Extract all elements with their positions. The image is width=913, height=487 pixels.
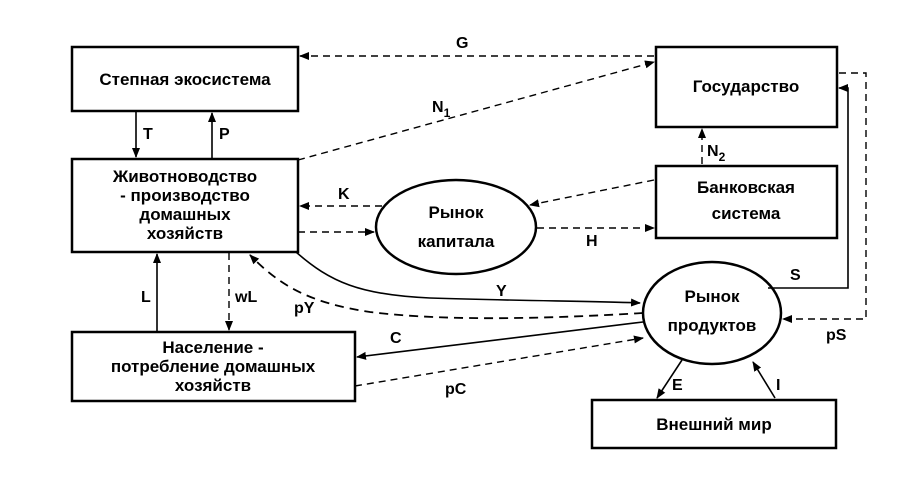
label-s: S: [790, 267, 801, 284]
edge-s: [768, 84, 849, 289]
label-n2: N2: [707, 143, 726, 164]
svg-text:система: система: [712, 204, 781, 223]
svg-text:продуктов: продуктов: [668, 316, 757, 335]
label-py: pY: [294, 300, 315, 317]
node-population-consumption: Население - потребление домашных хозяйст…: [70, 330, 357, 403]
label-h: H: [586, 233, 598, 250]
label-l: L: [141, 289, 151, 306]
edge-n1: [297, 60, 655, 161]
label-pc: pC: [445, 381, 467, 398]
node-state: Государство: [654, 45, 839, 129]
label-k: K: [338, 186, 350, 203]
svg-text:хозяйств: хозяйств: [147, 224, 223, 243]
label-n1: N1: [432, 99, 451, 120]
node-capital-market: Рынок капитала: [374, 178, 538, 276]
label-e: E: [672, 377, 683, 394]
label-y: Y: [496, 283, 507, 300]
svg-text:Внешний мир: Внешний мир: [656, 415, 771, 434]
node-outside-world: Внешний мир: [590, 398, 838, 450]
node-product-market: Рынок продуктов: [641, 260, 783, 366]
svg-text:Население -: Население -: [162, 338, 263, 357]
svg-text:Животноводство: Животноводство: [112, 167, 257, 186]
svg-text:Рынок: Рынок: [684, 287, 740, 306]
label-p: P: [219, 126, 230, 143]
svg-text:Государство: Государство: [693, 77, 799, 96]
edge-i: [752, 361, 776, 399]
svg-text:Банковская: Банковская: [697, 178, 795, 197]
svg-text:Рынок: Рынок: [428, 203, 484, 222]
edge-bank-to-capital: [529, 179, 655, 208]
node-banking-system: Банковская система: [654, 164, 839, 240]
edge-ps: [782, 72, 867, 323]
svg-text:- производство: - производство: [120, 186, 250, 205]
label-c: C: [390, 330, 402, 347]
svg-text:хозяйств: хозяйств: [175, 376, 251, 395]
edge-y: [295, 251, 641, 307]
label-t: T: [143, 126, 153, 143]
label-ps: pS: [826, 327, 847, 344]
svg-text:капитала: капитала: [418, 232, 495, 251]
edge-pc: [354, 335, 644, 387]
edge-py: [249, 254, 644, 320]
label-g: G: [456, 35, 468, 52]
edge-c: [356, 321, 644, 360]
svg-text:потребление домашных: потребление домашных: [111, 357, 316, 376]
edge-e: [656, 359, 683, 399]
svg-text:Степная экосистема: Степная экосистема: [99, 70, 271, 89]
node-livestock-production: Животноводство - производство домашных х…: [70, 157, 300, 254]
svg-text:домашных: домашных: [139, 205, 231, 224]
label-i: I: [776, 377, 780, 394]
label-wl: wL: [234, 289, 257, 306]
node-steppe-ecosystem: Степная экосистема: [70, 45, 300, 113]
